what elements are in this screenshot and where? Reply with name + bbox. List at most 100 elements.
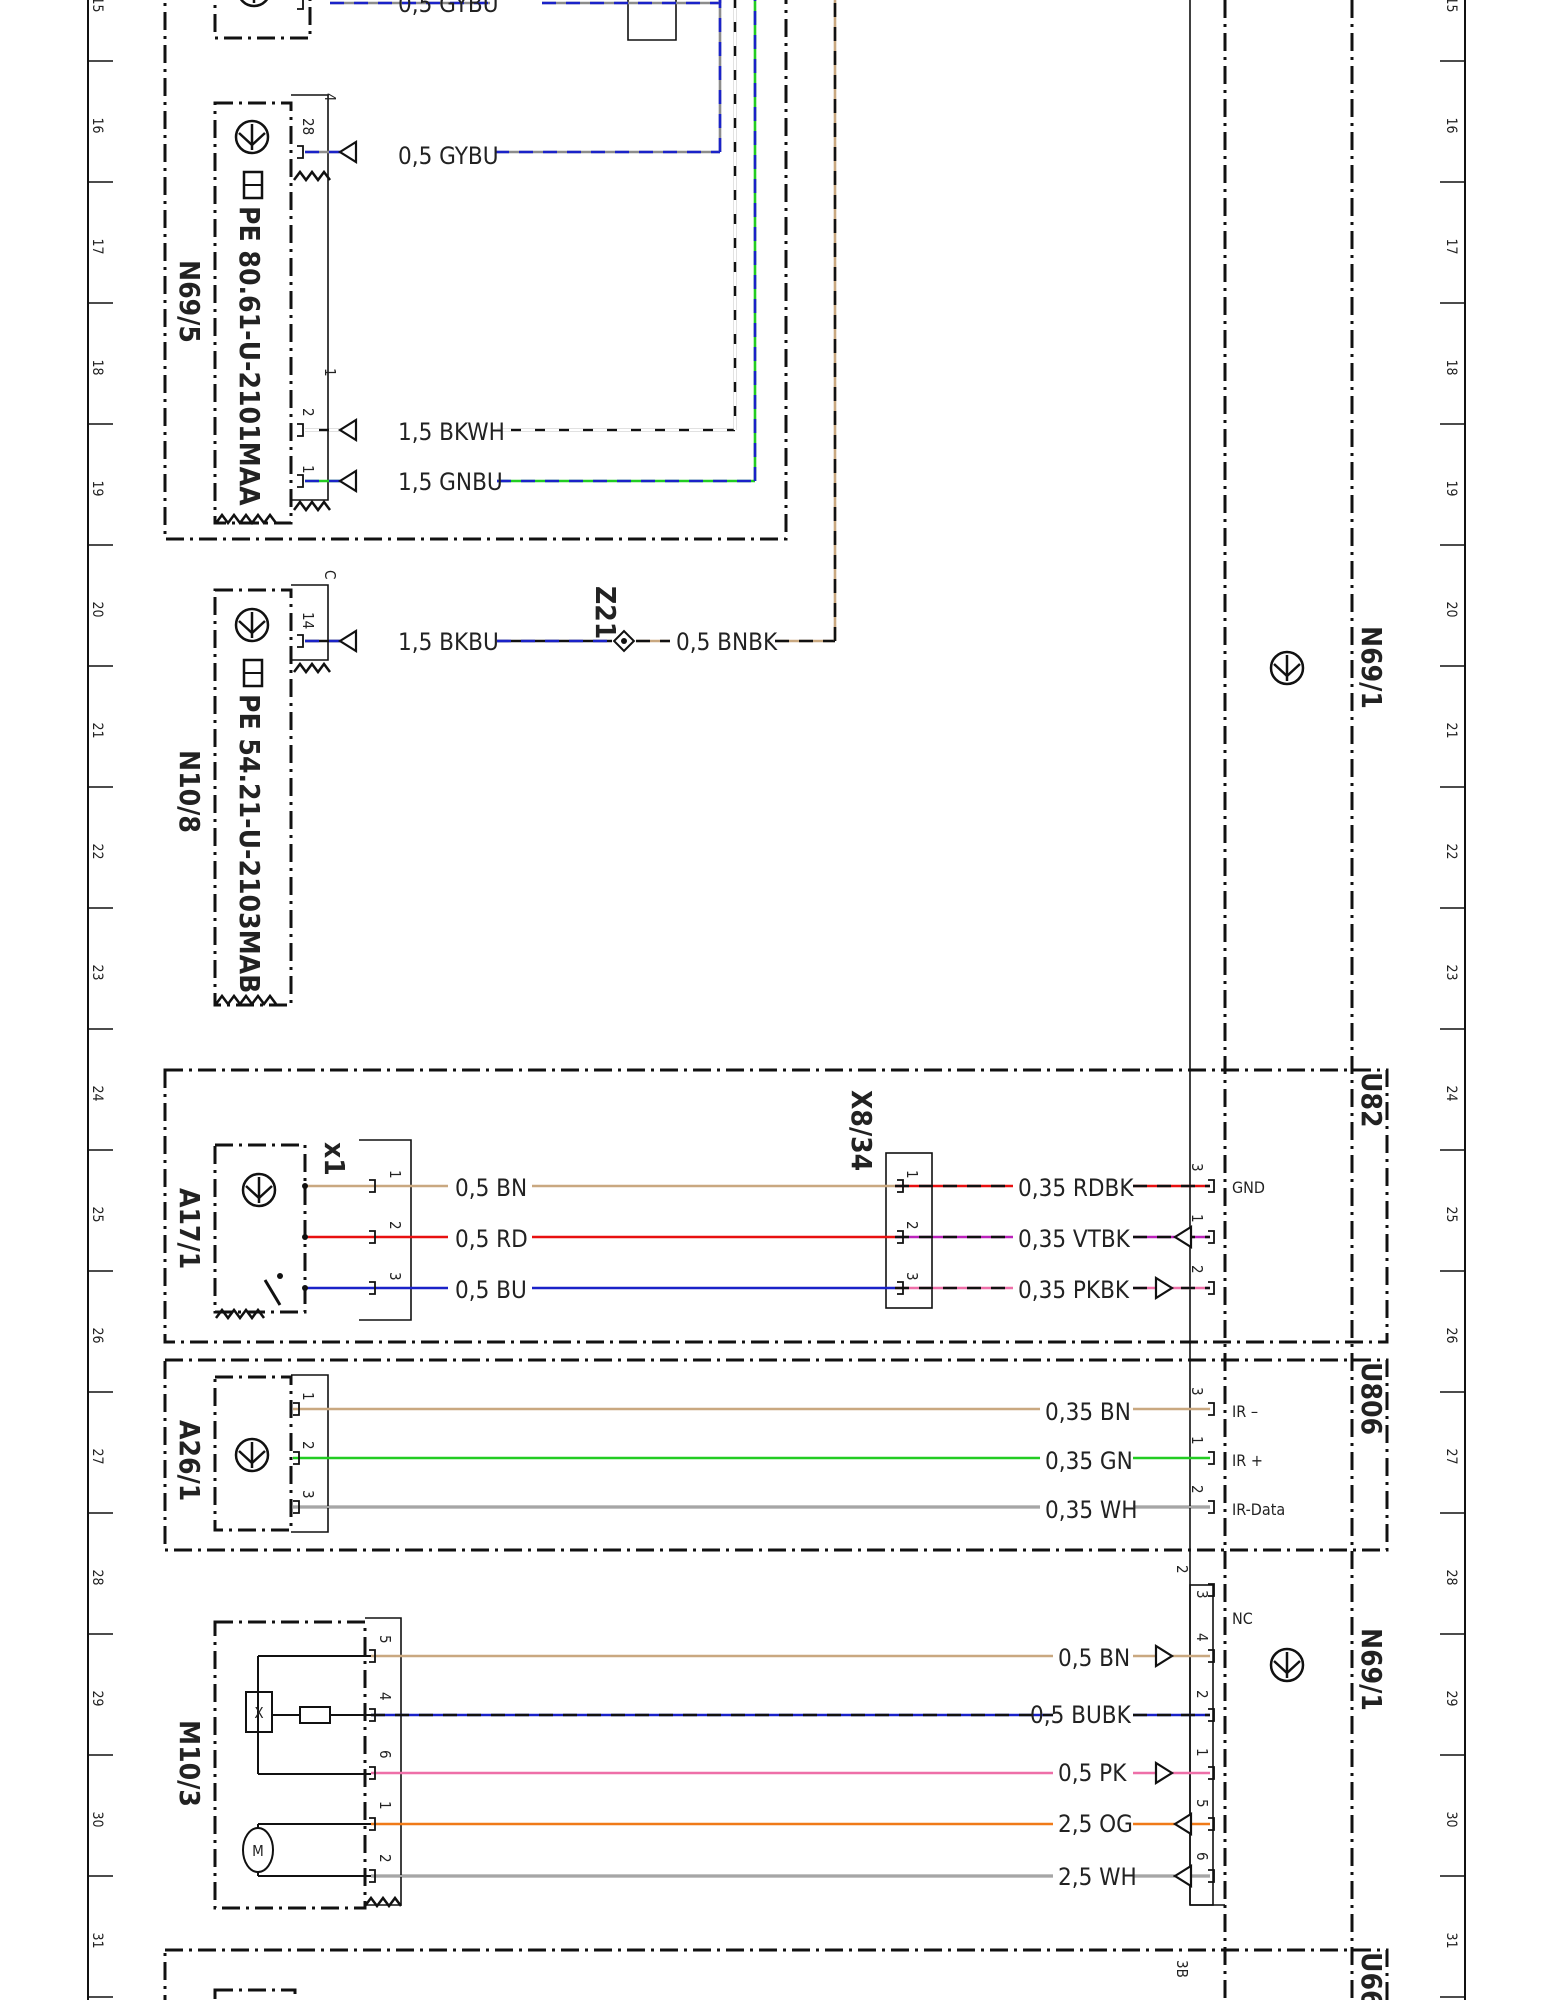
- pin-terminal: [369, 1281, 376, 1295]
- grid-row-label: 27: [89, 1449, 105, 1465]
- svg-text:IR –: IR –: [1232, 1402, 1258, 1421]
- grid-row-label: 24: [89, 1086, 105, 1102]
- grid-row-label: 22: [89, 844, 105, 860]
- pin-terminal: [897, 1230, 904, 1244]
- pin-terminal: [1208, 1230, 1215, 1244]
- wire-label: 0,5 BUBK: [1030, 1701, 1132, 1729]
- break-mark: [215, 993, 277, 1007]
- label-z21: Z21: [589, 586, 622, 639]
- earth-icon: [234, 607, 270, 643]
- label-n10-8-part: PE 54.21-U-2103MAB: [233, 694, 266, 993]
- grid-row-label: 20: [89, 602, 105, 618]
- svg-text:IR-Data: IR-Data: [1232, 1500, 1285, 1519]
- label-n69-1: N69/1: [1355, 626, 1388, 709]
- svg-text:3B: 3B: [1173, 1960, 1191, 1978]
- wire-label: 2,5 WH: [1058, 1863, 1137, 1891]
- break-mark: [215, 1307, 265, 1321]
- grid-row-label: 16: [89, 118, 105, 134]
- pin-terminal: [1208, 1402, 1215, 1416]
- svg-text:1: 1: [321, 368, 339, 377]
- pin-marks: [215, 0, 1215, 1909]
- wire-label: 0,35 PKBK: [1018, 1276, 1130, 1304]
- svg-text:4: 4: [1193, 1633, 1211, 1642]
- svg-text:GND: GND: [1232, 1178, 1265, 1197]
- signal-names: GND IR – IR + IR-Data NC: [1232, 1178, 1285, 1628]
- label-u806: U806: [1355, 1362, 1388, 1435]
- label-n69-5: N69/5: [173, 260, 206, 343]
- motor-icon: [242, 1827, 274, 1873]
- grid-row-label: 15: [1443, 0, 1459, 13]
- wire-label: 0,35 VTBK: [1018, 1225, 1131, 1253]
- grid-row-label: 29: [89, 1691, 105, 1707]
- svg-text:4: 4: [321, 93, 339, 102]
- label-n69-5-part: PE 80.61-U-2101MAA: [233, 206, 266, 506]
- connector-housings: [291, 94, 1214, 1906]
- connector-arrow: [337, 629, 358, 653]
- svg-text:2: 2: [903, 1221, 921, 1230]
- svg-text:1: 1: [1193, 1748, 1211, 1757]
- wire-label: 0,5 BN: [455, 1174, 527, 1202]
- wire-label: 1,5 BKWH: [398, 418, 505, 446]
- svg-text:28: 28: [299, 118, 317, 135]
- connector-arrow: [1172, 1225, 1193, 1249]
- pin-terminal: [1208, 1583, 1215, 1597]
- wire-label: 0,5 BNBK: [676, 628, 778, 656]
- pin-terminal: [297, 0, 304, 10]
- svg-text:1: 1: [1188, 1214, 1206, 1223]
- wire-label: 1,5 GNBU: [398, 468, 503, 496]
- wire-label: 0,35 GN: [1045, 1447, 1133, 1475]
- break-mark: [293, 169, 331, 183]
- connector-arrow: [337, 140, 358, 164]
- svg-text:3: 3: [299, 1490, 317, 1499]
- pin-terminal: [1208, 1500, 1215, 1514]
- junction-dot: [302, 1285, 308, 1291]
- wire-label: 0,5 GYBU: [398, 142, 499, 170]
- grid-row-label: 31: [1443, 1933, 1459, 1949]
- svg-text:1: 1: [299, 1392, 317, 1401]
- connector-arrow: [337, 469, 358, 493]
- svg-text:5: 5: [1193, 1799, 1211, 1808]
- grid-row-label: 17: [89, 239, 105, 255]
- label-u82: U82: [1355, 1072, 1388, 1128]
- svg-text:2: 2: [1188, 1265, 1206, 1274]
- svg-text:6: 6: [1193, 1852, 1211, 1861]
- pin-terminal: [369, 1708, 376, 1722]
- svg-text:1: 1: [376, 1801, 394, 1810]
- svg-text:X: X: [254, 1704, 263, 1722]
- pin-terminal: [897, 1179, 904, 1193]
- pin-terminal: [293, 1451, 300, 1465]
- svg-text:1: 1: [299, 465, 317, 474]
- pin-numbers: 4 28 1 2 1 C 14 1 2 3 1 2 3 3 1 2 1 2 3 …: [299, 93, 1211, 1978]
- wire-label: 2,5 OG: [1058, 1810, 1133, 1838]
- svg-text:2: 2: [1193, 1690, 1211, 1699]
- component-labels: N69/5 PE 80.61-U-2101MAA N10/8 PE 54.21-…: [173, 206, 1388, 2000]
- pin-terminal: [897, 1281, 904, 1295]
- pin-terminal: [369, 1179, 376, 1193]
- grid-row-label: 20: [1443, 602, 1459, 618]
- wire-label: 0,5 RD: [455, 1225, 528, 1253]
- svg-text:2: 2: [1188, 1485, 1206, 1494]
- pin-terminal: [293, 1500, 300, 1514]
- svg-text:4: 4: [376, 1692, 394, 1701]
- connector-arrow: [1154, 1644, 1175, 1668]
- label-x1: x1: [318, 1142, 351, 1176]
- grid-row-label: 19: [1443, 481, 1459, 497]
- grid-row-label: 29: [1443, 1691, 1459, 1707]
- svg-text:3: 3: [1188, 1387, 1206, 1396]
- svg-text:C: C: [321, 570, 339, 579]
- svg-text:2: 2: [299, 408, 317, 417]
- svg-text:2: 2: [376, 1854, 394, 1863]
- wire-label: 0,35 WH: [1045, 1496, 1138, 1524]
- pin-terminal: [1208, 1451, 1215, 1465]
- sensor-x-icon: [245, 1691, 273, 1733]
- grid-row-label: 24: [1443, 1086, 1459, 1102]
- earth-icon: [241, 1172, 277, 1208]
- grid-row-label: 23: [89, 965, 105, 981]
- pin-terminal: [369, 1766, 376, 1780]
- svg-text:1: 1: [1188, 1436, 1206, 1445]
- svg-text:3: 3: [386, 1272, 404, 1281]
